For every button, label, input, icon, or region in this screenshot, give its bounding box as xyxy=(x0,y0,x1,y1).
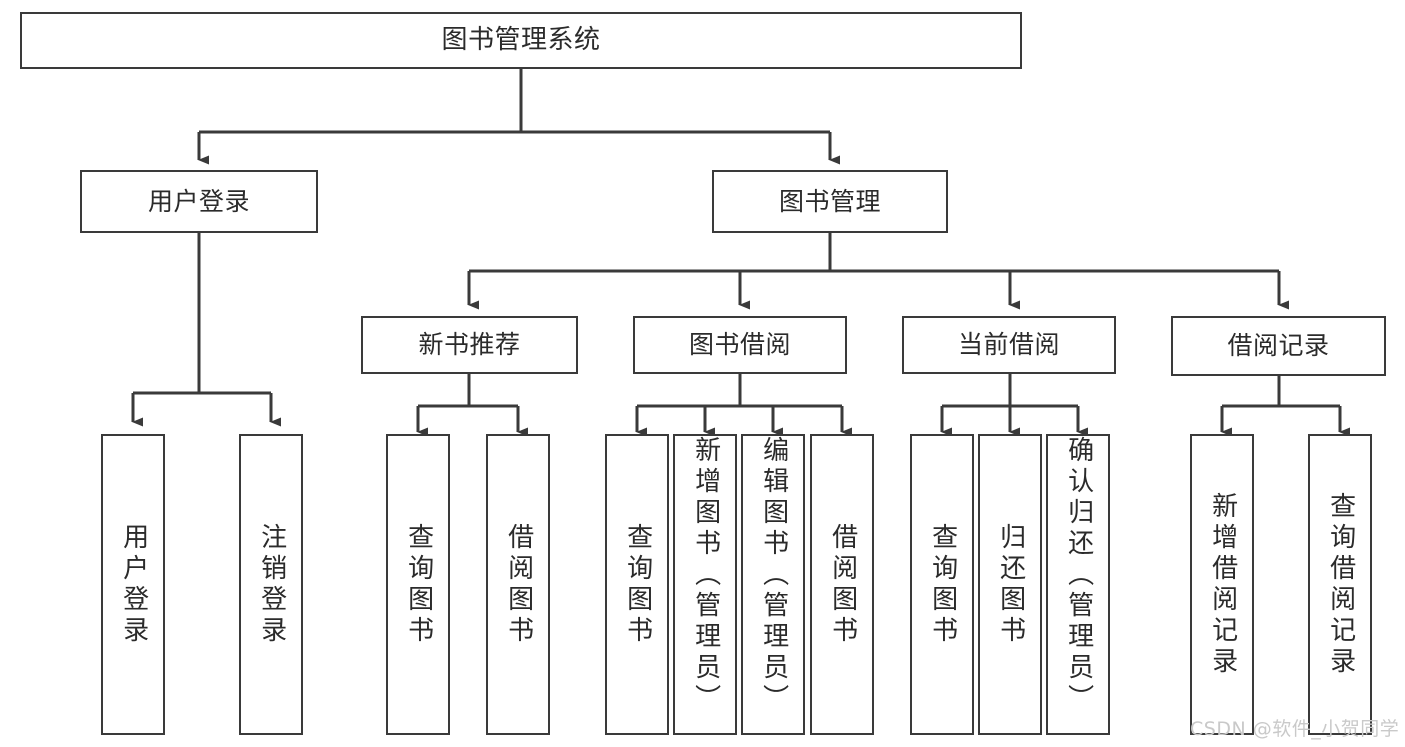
leaf-logout-label: 注销登录 xyxy=(256,522,287,647)
leaf-borrow-borrow-book[interactable]: 借阅图书 xyxy=(810,434,874,735)
leaf-logout[interactable]: 注销登录 xyxy=(239,434,303,735)
csdn-watermark-text: CSDN @软件_小贺同学 xyxy=(1190,718,1400,740)
node-user-login-label: 用户登录 xyxy=(147,186,250,216)
leaf-borrow-query-book[interactable]: 查询图书 xyxy=(605,434,669,735)
leaf-user-login[interactable]: 用户登录 xyxy=(101,434,165,735)
leaf-current-query-book[interactable]: 查询图书 xyxy=(910,434,974,735)
leaf-newbook-borrow-book[interactable]: 借阅图书 xyxy=(486,434,550,735)
node-new-book-recommend[interactable]: 新书推荐 xyxy=(361,316,578,374)
node-book-borrow[interactable]: 图书借阅 xyxy=(633,316,847,374)
node-borrow-record[interactable]: 借阅记录 xyxy=(1171,316,1386,376)
leaf-borrow-add-book-label: 新增图书（管理员） xyxy=(690,436,721,715)
leaf-borrow-add-book[interactable]: 新增图书（管理员） xyxy=(673,434,737,735)
leaf-borrow-edit-book-label: 编辑图书（管理员） xyxy=(758,436,789,715)
node-root-book-management-system[interactable]: 图书管理系统 xyxy=(20,12,1022,69)
leaf-borrow-borrow-book-label: 借阅图书 xyxy=(827,522,858,647)
node-new-book-recommend-label: 新书推荐 xyxy=(418,330,521,359)
leaf-newbook-query-book-label: 查询图书 xyxy=(403,522,434,647)
leaf-current-return-book-label: 归还图书 xyxy=(995,522,1026,647)
node-current-borrow[interactable]: 当前借阅 xyxy=(902,316,1116,374)
csdn-watermark: CSDN @软件_小贺同学 xyxy=(1190,714,1399,741)
leaf-record-query-record-label: 查询借阅记录 xyxy=(1325,491,1356,678)
leaf-record-add-record-label: 新增借阅记录 xyxy=(1207,491,1238,678)
node-root-label: 图书管理系统 xyxy=(441,24,601,55)
leaf-borrow-query-book-label: 查询图书 xyxy=(622,522,653,647)
leaf-user-login-label: 用户登录 xyxy=(118,522,149,647)
node-current-borrow-label: 当前借阅 xyxy=(957,330,1060,359)
leaf-current-return-book[interactable]: 归还图书 xyxy=(978,434,1042,735)
node-user-login[interactable]: 用户登录 xyxy=(80,170,318,233)
node-borrow-record-label: 借阅记录 xyxy=(1227,331,1330,360)
leaf-newbook-borrow-book-label: 借阅图书 xyxy=(503,522,534,647)
leaf-current-confirm-return-label: 确认归还（管理员） xyxy=(1063,436,1094,715)
node-book-borrow-label: 图书借阅 xyxy=(688,330,791,359)
leaf-current-query-book-label: 查询图书 xyxy=(927,522,958,647)
leaf-record-query-record[interactable]: 查询借阅记录 xyxy=(1308,434,1372,735)
node-book-management[interactable]: 图书管理 xyxy=(712,170,948,233)
leaf-current-confirm-return[interactable]: 确认归还（管理员） xyxy=(1046,434,1110,735)
leaf-newbook-query-book[interactable]: 查询图书 xyxy=(386,434,450,735)
leaf-record-add-record[interactable]: 新增借阅记录 xyxy=(1190,434,1254,735)
leaf-borrow-edit-book[interactable]: 编辑图书（管理员） xyxy=(741,434,805,735)
node-book-management-label: 图书管理 xyxy=(778,186,881,216)
